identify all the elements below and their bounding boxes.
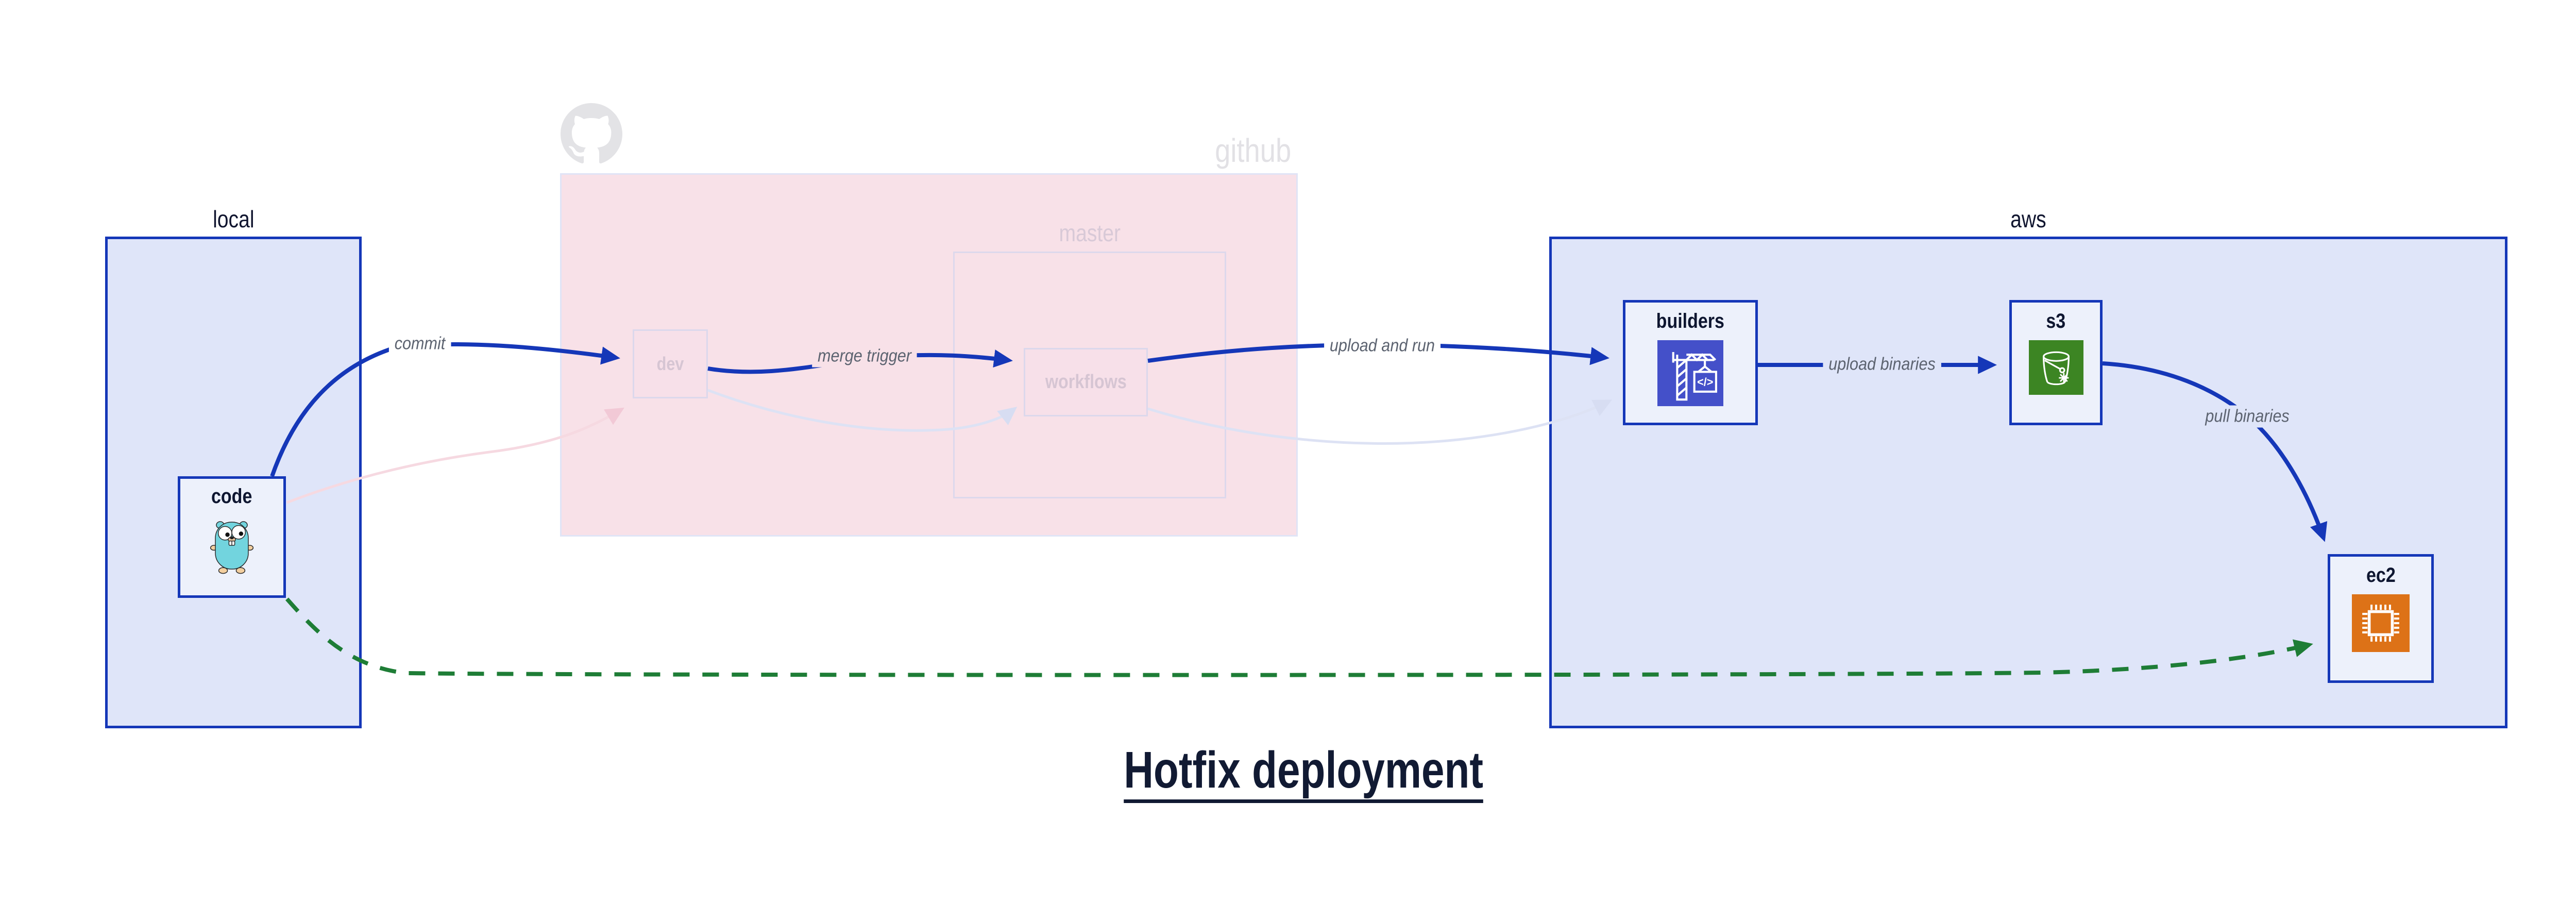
edge-merge-trigger-label: merge trigger xyxy=(812,345,917,368)
go-gopher-icon xyxy=(208,515,256,579)
edge-pull-binaries-label: pull binaries xyxy=(2199,405,2295,428)
node-s3: s3 xyxy=(2009,300,2103,425)
node-s3-label: s3 xyxy=(2046,310,2066,332)
node-dev-label: dev xyxy=(656,353,684,374)
aws-group-label: aws xyxy=(2010,206,2046,232)
node-code-label: code xyxy=(211,485,252,508)
edge-upload-binaries-label: upload binaries xyxy=(1823,353,1941,376)
codebuild-icon: </> xyxy=(1657,340,1723,409)
local-group-label: local xyxy=(212,206,255,232)
node-builders-label: builders xyxy=(1656,310,1725,332)
master-branch-label: master xyxy=(1059,220,1121,246)
edge-upload-and-run-label: upload and run xyxy=(1324,335,1440,357)
node-workflows: workflows xyxy=(1024,348,1148,416)
node-dev: dev xyxy=(633,329,708,398)
s3-bucket-icon xyxy=(2028,340,2083,397)
edge-commit-label: commit xyxy=(388,332,451,355)
node-ec2: ec2 xyxy=(2328,554,2434,683)
ec2-chip-icon xyxy=(2352,594,2410,655)
node-ec2-label: ec2 xyxy=(2366,564,2396,587)
diagram-title-text: Hotfix deployment xyxy=(1124,743,1483,803)
codebuild-code-glyph: </> xyxy=(1697,375,1713,388)
master-branch-box xyxy=(953,252,1226,498)
node-code: code xyxy=(178,476,286,598)
diagram-title: Hotfix deployment xyxy=(994,743,1613,803)
github-logo-icon xyxy=(561,103,622,164)
github-group-label: github xyxy=(1214,132,1291,169)
node-workflows-label: workflows xyxy=(1045,371,1127,393)
node-builders: builders </> xyxy=(1623,300,1758,425)
